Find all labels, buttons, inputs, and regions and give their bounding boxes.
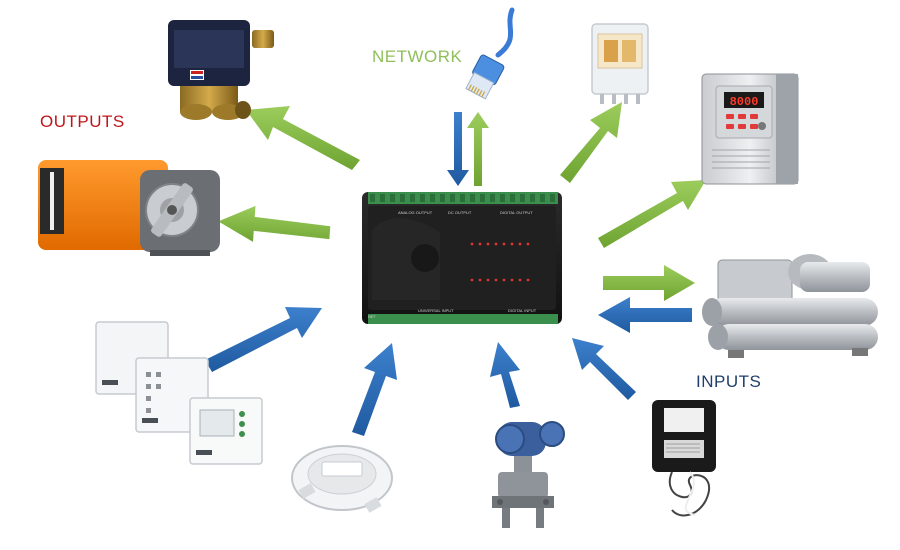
chiller-icon bbox=[702, 254, 878, 358]
controller-label-dc-output: DC OUTPUT bbox=[448, 210, 472, 215]
arrow-from-room-sensors bbox=[205, 307, 322, 372]
arrow-to-solenoid-valve bbox=[246, 106, 360, 170]
rj45-network-cable-icon bbox=[465, 7, 515, 100]
controller-label-net: NET bbox=[368, 314, 377, 319]
arrow-from-chiller bbox=[598, 297, 692, 333]
differential-pressure-switch-icon bbox=[291, 445, 393, 513]
arrow-network-up bbox=[467, 112, 489, 186]
label-outputs: OUTPUTS bbox=[40, 112, 125, 131]
variable-frequency-drive-icon: 8000 bbox=[701, 73, 799, 185]
arrow-from-current-transformer bbox=[572, 338, 636, 400]
relay-icon bbox=[591, 23, 649, 104]
room-sensor-icon bbox=[95, 321, 263, 465]
arrow-from-pressure-switch bbox=[352, 343, 397, 436]
current-transformer-icon bbox=[652, 400, 716, 517]
solenoid-valve-icon bbox=[168, 20, 274, 120]
controller-label-analog-output: ANALOG OUTPUT bbox=[398, 210, 433, 215]
label-inputs: INPUTS bbox=[696, 372, 762, 391]
controller-label-universal-input: UNIVERSAL INPUT bbox=[418, 308, 454, 313]
controller-label-digital-input: DIGITAL INPUT bbox=[508, 308, 537, 313]
arrow-to-vfd bbox=[598, 180, 706, 248]
arrow-network-down bbox=[447, 112, 469, 186]
arrow-from-pressure-transmitter bbox=[490, 342, 520, 408]
controller-label-digital-output: DIGITAL OUTPUT bbox=[500, 210, 533, 215]
controller-icon: ANALOG OUTPUT DC OUTPUT DIGITAL OUTPUT U… bbox=[362, 192, 562, 324]
label-network: NETWORK bbox=[372, 47, 463, 66]
damper-actuator-icon bbox=[38, 160, 220, 256]
arrow-to-chiller bbox=[603, 265, 695, 301]
arrow-to-actuator bbox=[218, 205, 331, 242]
arrow-to-relay bbox=[560, 102, 622, 183]
vfd-display-readout: 8000 bbox=[730, 95, 759, 109]
pressure-transmitter-icon bbox=[492, 421, 565, 528]
